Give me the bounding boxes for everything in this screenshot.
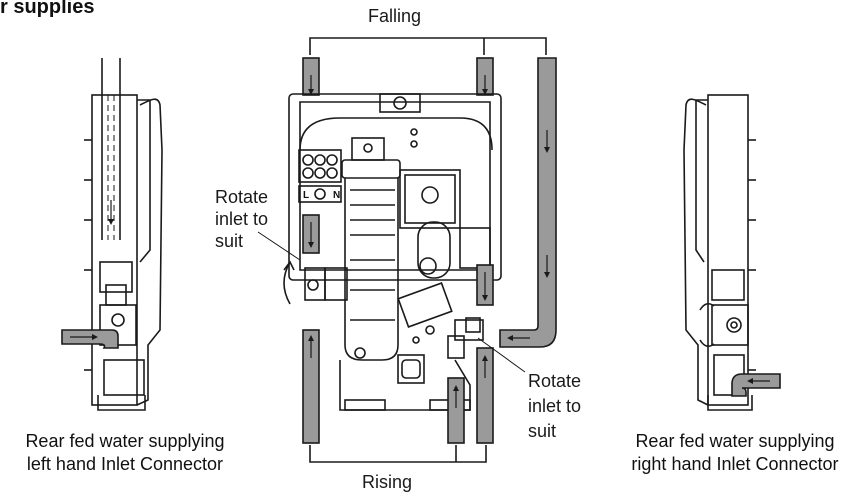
rotate-right-line1: Rotate [528, 371, 582, 391]
rotate-left-line2: inlet to [215, 209, 269, 229]
right-caption-line1: Rear fed water supplying [635, 431, 835, 451]
main-unit [257, 37, 557, 463]
left-caption-line1: Rear fed water supplying [25, 431, 225, 451]
left-side-view [61, 58, 163, 411]
right-caption: Rear fed water supplying right hand Inle… [608, 430, 862, 476]
left-caption-line2: left hand Inlet Connector [26, 454, 224, 474]
rotate-right-line3: suit [528, 421, 557, 441]
section-title: r supplies [0, 0, 95, 18]
terminal-l-label: L [303, 190, 309, 201]
right-caption-line2: right hand Inlet Connector [631, 454, 839, 474]
falling-label: Falling [368, 6, 422, 26]
rotate-right-line2: inlet to [528, 396, 582, 416]
left-caption: Rear fed water supplying left hand Inlet… [0, 430, 250, 476]
rotate-left-line1: Rotate [215, 187, 269, 207]
right-side-view [683, 94, 781, 411]
terminal-n-label: N [333, 190, 340, 201]
rotate-left-line3: suit [215, 231, 244, 251]
rising-label: Rising [362, 472, 413, 492]
